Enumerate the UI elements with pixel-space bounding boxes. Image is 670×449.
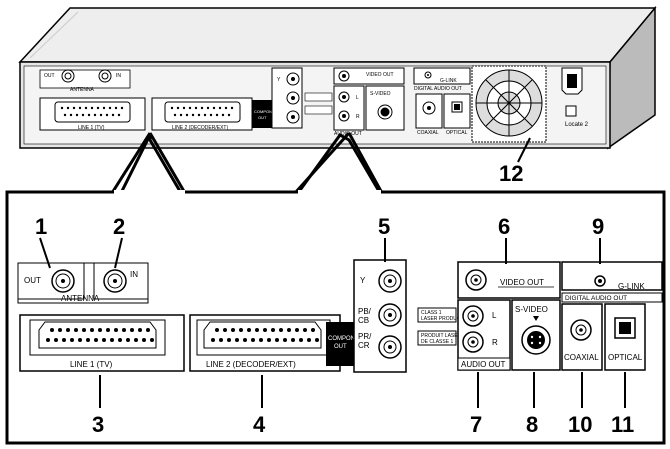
callout-1: 1 [35, 214, 47, 239]
antenna-group: OUT IN ANTENNA [17, 237, 149, 304]
scart-line2: LINE 2 (DECODER/EXT) [189, 314, 341, 372]
audio-out-label: AUDIO OUT [461, 360, 506, 369]
component-pb-label: PB/ [358, 307, 372, 316]
top-optical-label: OPTICAL [446, 130, 468, 136]
laser1-line1: CLASS 1 [421, 310, 442, 316]
top-video-out-label: VIDEO OUT [366, 72, 394, 78]
s-video-label: S-VIDEO [515, 305, 548, 314]
top-line1-label: LINE 1 (TV) [78, 125, 105, 131]
laser2-line1: PRODUIT LASER [421, 333, 462, 339]
s-video-group: S-VIDEO [511, 299, 561, 408]
top-component-group: COMPONENT OUT Y [252, 67, 333, 129]
top-component-label-1: COMPONENT [254, 109, 281, 114]
top-antenna-out-label: OUT [44, 73, 55, 79]
callout-7: 7 [470, 412, 482, 437]
optical-label: OPTICAL [608, 353, 643, 362]
top-component-label-2: OUT [258, 115, 267, 120]
top-y-label: Y [277, 77, 281, 83]
video-out-group: VIDEO OUT [457, 238, 561, 299]
callout-5: 5 [378, 214, 390, 239]
top-antenna-label: ANTENNA [70, 87, 95, 93]
callout-12: 12 [499, 161, 523, 186]
component-cb-label: CB [358, 316, 369, 325]
line1-label: LINE 1 (TV) [70, 360, 113, 369]
top-antenna-in-label: IN [116, 73, 121, 79]
top-l-label: L [356, 95, 359, 101]
callout-10: 10 [568, 412, 592, 437]
digital-audio-label: DIGITAL AUDIO OUT [565, 295, 627, 302]
power-socket: Locate 2 [561, 67, 589, 128]
line2-label: LINE 2 (DECODER/EXT) [206, 360, 296, 369]
digital-audio-group: DIGITAL AUDIO OUT COAXIAL OPTICAL [561, 292, 663, 408]
audio-out-group: L R AUDIO OUT [457, 299, 511, 408]
callout-8: 8 [526, 412, 538, 437]
top-av-group: VIDEO OUT L R AUDIO OUT S-VIDEO [333, 67, 405, 137]
component-label-2: OUT [334, 344, 347, 350]
antenna-out-label: OUT [24, 276, 41, 285]
antenna-in-label: IN [130, 270, 138, 279]
top-scart-1: LINE 1 (TV) [39, 97, 146, 131]
g-link-label: G-LINK [618, 282, 645, 291]
top-digital-group: G-LINK DIGITAL AUDIO OUT COAXIAL OPTICAL [413, 67, 471, 136]
callout-3: 3 [92, 412, 104, 437]
g-link-group: G-LINK [561, 238, 663, 291]
top-svideo-label: S-VIDEO [370, 91, 391, 97]
callout-9: 9 [592, 214, 604, 239]
audio-l-label: L [492, 311, 497, 320]
laser-labels: CLASS 1 LASER PRODUCT PRODUIT LASER DE C… [417, 307, 464, 346]
top-r-label: R [356, 114, 360, 120]
scart-line1: LINE 1 (TV) [19, 314, 185, 372]
laser1-line2: LASER PRODUCT [421, 316, 464, 322]
component-y-label: Y [360, 276, 366, 285]
callout-2: 2 [113, 214, 125, 239]
top-line2-label: LINE 2 (DECODER/EXT) [172, 125, 228, 131]
component-cr-label: CR [358, 341, 370, 350]
callout-4: 4 [253, 412, 266, 437]
top-glink-label: G-LINK [440, 78, 457, 84]
laser2-line2: DE CLASSE 1 [421, 339, 453, 345]
video-out-label: VIDEO OUT [500, 278, 544, 287]
top-digital-label: DIGITAL AUDIO OUT [414, 86, 462, 92]
coaxial-label: COAXIAL [564, 353, 599, 362]
top-antenna-group: OUT IN ANTENNA [39, 69, 131, 93]
antenna-label: ANTENNA [61, 294, 100, 303]
component-label-1: COMPONENT [328, 336, 367, 342]
audio-r-label: R [492, 338, 498, 347]
top-coaxial-label: COAXIAL [417, 130, 439, 136]
fan-vent [471, 65, 547, 143]
top-scart-2: LINE 2 (DECODER/EXT) [151, 97, 253, 131]
callout-6: 6 [498, 214, 510, 239]
component-out-group: COMPONENT OUT Y PB/ CB PR/ CR [326, 238, 407, 373]
locate-label: Locate 2 [565, 122, 589, 128]
component-pr-label: PR/ [358, 332, 372, 341]
callout-11: 11 [611, 412, 634, 437]
